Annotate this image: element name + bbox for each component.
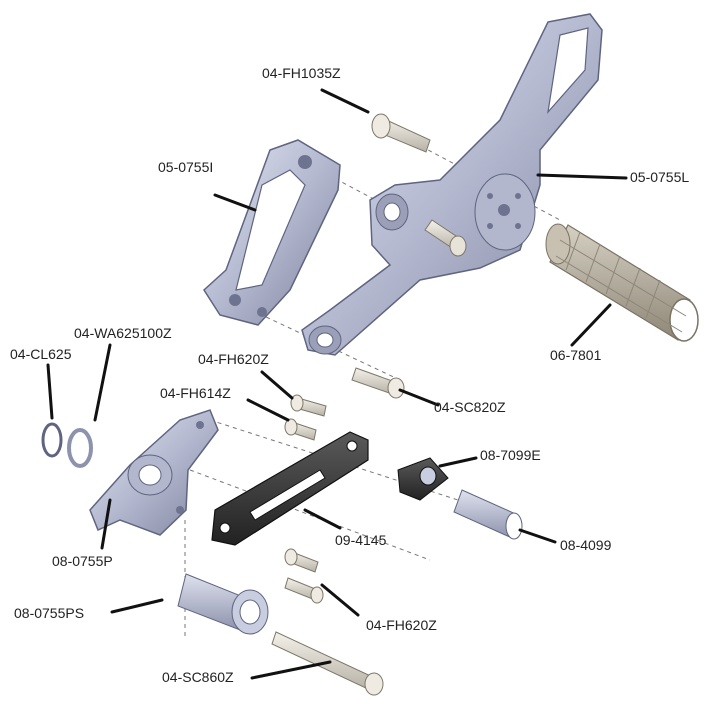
label-08-0755p: 08-0755P: [52, 553, 113, 569]
circlip-04-cl625: [41, 422, 63, 458]
shift-pivot-arm: [89, 409, 219, 536]
spacer-08-4099: [453, 489, 523, 540]
label-05-0755l: 05-0755L: [630, 169, 689, 185]
hanger-plate: [203, 139, 341, 326]
screw-04-sc860z: [271, 631, 384, 696]
rear-set-bracket: [301, 13, 603, 356]
label-04-fh1035z: 04-FH1035Z: [262, 65, 341, 81]
screw-04-fh620z-bottom: [284, 548, 324, 604]
label-04-cl625: 04-CL625: [10, 346, 72, 362]
label-04-sc860z: 04-SC860Z: [162, 669, 234, 685]
bolt-04-fh1035z: [371, 113, 431, 153]
label-08-4099: 08-4099: [560, 537, 612, 553]
label-05-0755i: 05-0755I: [158, 159, 213, 175]
label-04-fh614z: 04-FH614Z: [160, 385, 231, 401]
screw-04-sc820z: [351, 367, 405, 399]
label-08-0755ps: 08-0755PS: [14, 605, 84, 621]
label-04-fh620z-top: 04-FH620Z: [198, 351, 269, 367]
foot-peg-grip: [545, 223, 699, 342]
part-labels: 04-FH1035Z 05-0755I 05-0755L 06-7801 04-…: [10, 65, 689, 685]
screw-04-fh614z: [284, 418, 317, 441]
label-09-4145: 09-4145: [335, 532, 387, 548]
label-06-7801: 06-7801: [550, 347, 602, 363]
pivot-bushing: [177, 573, 269, 635]
eccentric-cam: [397, 457, 449, 501]
label-04-sc820z: 04-SC820Z: [434, 399, 506, 415]
shift-lever-link: [211, 431, 369, 546]
label-08-7099e: 08-7099E: [480, 447, 541, 463]
washer-04-wa625100z: [67, 428, 93, 468]
leader-lines: [46, 88, 628, 680]
label-04-wa625100z: 04-WA625100Z: [74, 325, 172, 341]
label-04-fh620z-bottom: 04-FH620Z: [366, 617, 437, 633]
screw-04-fh620z-top: [290, 394, 327, 417]
